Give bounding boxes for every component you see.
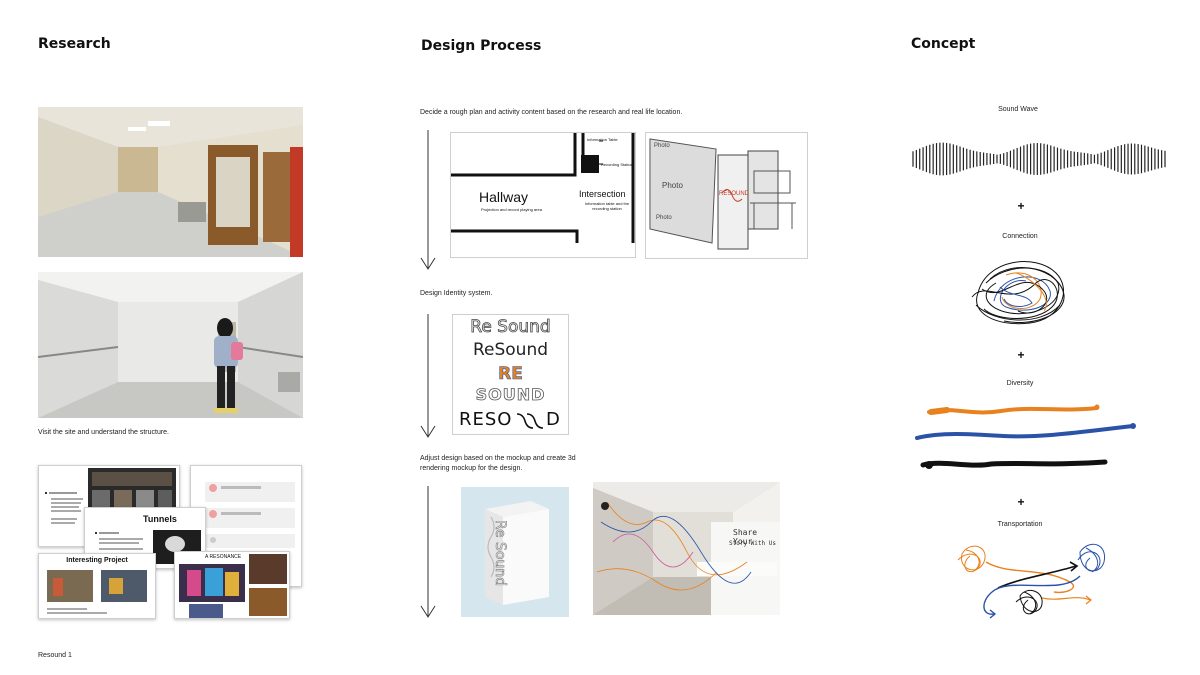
sketch-label-1: Photo: [654, 143, 670, 149]
identity-system: Re Sound ReSound RE SOUND RESO D: [452, 314, 569, 435]
transportation-label: Transportation: [997, 521, 1043, 528]
plan-recording-station-label: Recording Station: [601, 162, 633, 167]
plus-sign-1: +: [1017, 199, 1025, 213]
tunnel-render: Share Your Story With Us: [593, 482, 780, 615]
plus-sign-2: +: [1017, 348, 1025, 362]
design-step1-text: Decide a rough plan and activity content…: [420, 109, 683, 116]
floor-plan: Information Table Recording Station Hall…: [450, 132, 636, 258]
box-brand-text: Re Sound: [492, 519, 509, 587]
sketch-resound-label: RESOUND: [719, 191, 750, 197]
identity-variant-3: RE: [498, 364, 523, 385]
concept-title: Concept: [911, 36, 976, 52]
box-mockup: Re Sound: [461, 487, 569, 617]
plan-hallway-label: Hallway: [479, 189, 529, 205]
identity-variant-5: RESO: [459, 409, 513, 430]
slide-resonance-label: A RESONANCE: [205, 554, 242, 560]
footer-label: Resound 1: [38, 652, 72, 659]
slide-interesting-project: Interesting Project: [38, 553, 156, 619]
sketch-label-2: Photo: [662, 181, 683, 190]
sketch-label-3: Photo: [656, 215, 672, 221]
down-arrow-icon: [420, 314, 436, 438]
research-caption: Visit the site and understand the struct…: [38, 429, 170, 436]
wall-text-line1: Share Your: [733, 528, 758, 546]
plan-info-table-label: Information Table: [587, 137, 618, 142]
design-step3-line2: rendering mockup for the design.: [420, 465, 523, 472]
plan-intersection-sub: Information table and the recording stat…: [584, 201, 630, 211]
diversity-label: Diversity: [1006, 380, 1034, 387]
slide-resonance: A RESONANCE: [174, 551, 290, 619]
connection-tangle-graphic: [971, 261, 1065, 325]
identity-variant-2: ReSound: [472, 340, 549, 360]
wave-glyph-icon: [516, 413, 544, 429]
wall-text-line2: Story With Us: [729, 540, 776, 547]
identity-variant-1: Re Sound: [470, 317, 551, 338]
connection-label: Connection: [1002, 233, 1038, 240]
sound-wave-label: Sound Wave: [998, 106, 1038, 113]
plan-intersection-label: Intersection: [579, 189, 626, 199]
slide-tunnels-title: Tunnels: [143, 514, 177, 524]
research-title: Research: [38, 36, 111, 52]
diversity-strokes-graphic: [915, 404, 1136, 469]
tunnel-photo: [38, 272, 303, 418]
identity-variant-4: SOUND: [475, 385, 546, 405]
down-arrow-icon: [420, 486, 436, 618]
design-step3-line1: Adjust design based on the mockup and cr…: [420, 455, 576, 462]
plus-sign-3: +: [1017, 495, 1025, 509]
down-arrow-icon: [420, 130, 436, 270]
sound-wave-graphic: [912, 142, 1166, 176]
slide-interesting-title: Interesting Project: [66, 557, 128, 564]
space-sketch: Photo Photo Photo RESOUND: [645, 132, 808, 259]
plan-hallway-sub: Projection and record playing area: [481, 207, 542, 212]
design-process-title: Design Process: [421, 38, 542, 54]
design-step2-text: Design Identity system.: [420, 290, 493, 297]
transportation-graphic: [957, 543, 1106, 619]
identity-variant-5-end: D: [546, 409, 560, 430]
hallway-photo: [38, 107, 303, 257]
